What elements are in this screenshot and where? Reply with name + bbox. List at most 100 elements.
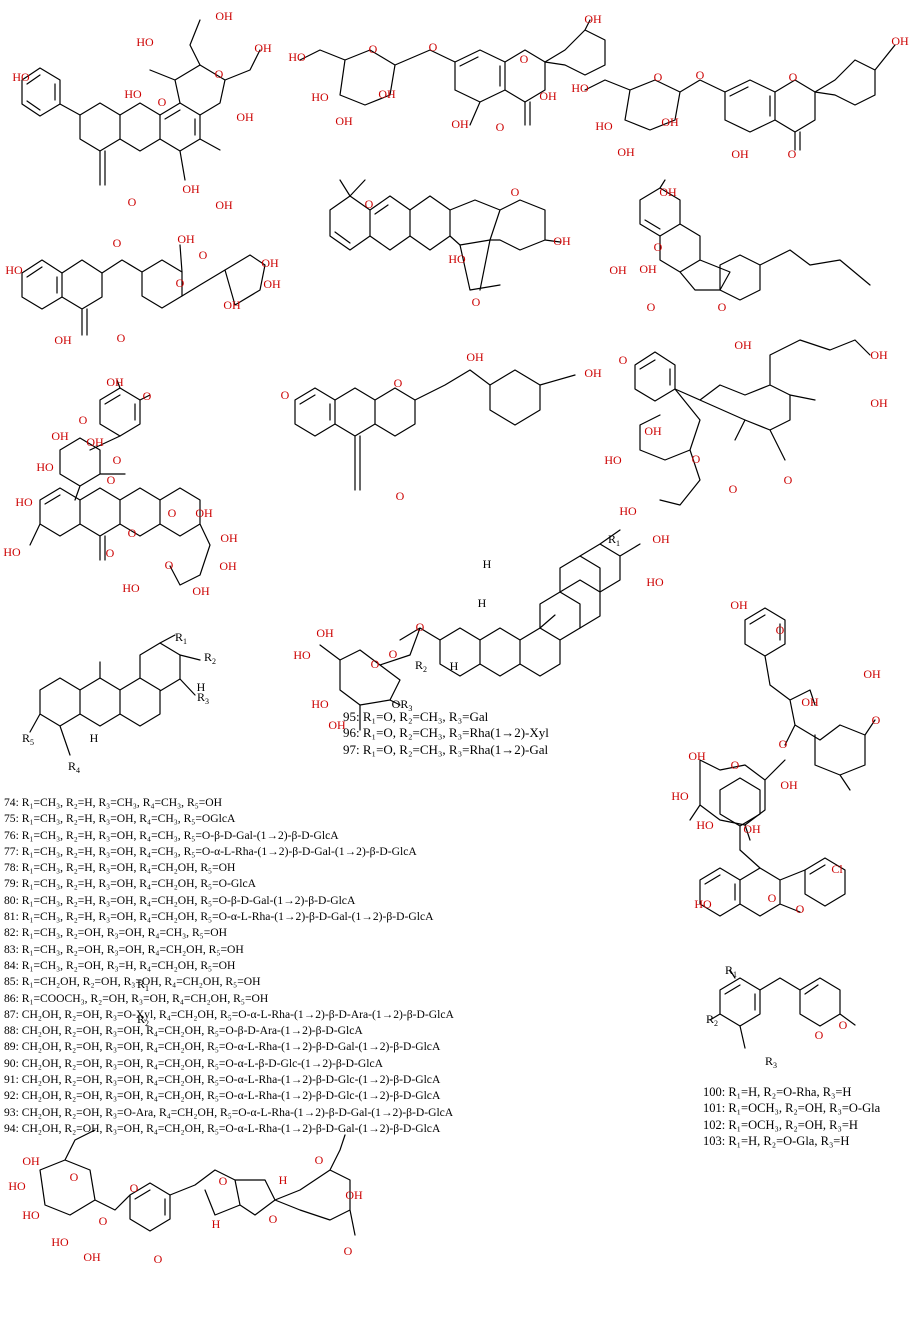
heteroatom-label: O bbox=[128, 526, 137, 540]
substituent-row-81: 81: R₁=CH₃, R₂=H, R₃=OH, R₄=CH₂OH, R₅=O-… bbox=[4, 910, 434, 924]
heteroatom-label: O bbox=[154, 1252, 163, 1266]
heteroatom-label: O bbox=[511, 185, 520, 199]
heteroatom-label: O bbox=[344, 1244, 353, 1258]
heteroatom-label: OH bbox=[261, 256, 279, 270]
heteroatom-label: O bbox=[768, 891, 777, 905]
heteroatom-label: HO bbox=[36, 460, 54, 474]
heteroatom-label: OH bbox=[219, 559, 237, 573]
bond-lines bbox=[21, 19, 896, 1236]
heteroatom-label: OH bbox=[51, 429, 69, 443]
heteroatom-label: OH bbox=[584, 366, 602, 380]
substituent-list-74-94: 74: R₁=CH₃, R₂=H, R₃=CH₃, R₄=CH₃, R₅=OH … bbox=[4, 795, 454, 1137]
substituent-row-76: 76: R₁=CH₃, R₂=H, R₃=OH, R₄=CH₃, R₅=O-β-… bbox=[4, 828, 339, 842]
heteroatom-label: OH bbox=[182, 182, 200, 196]
substituent-row-82: 82: R₁=CH₃, R₂=OH, R₃=OH, R₄=CH₃, R₅=OH bbox=[4, 926, 227, 940]
substituent-row-89: 89: CH₂OH, R₂=OH, R₃=OH, R₄=CH₂OH, R₅=O-… bbox=[4, 1040, 441, 1054]
heteroatom-label: HO bbox=[3, 545, 21, 559]
heteroatom-label: O bbox=[113, 453, 122, 467]
heteroatom-label: OH bbox=[22, 1154, 40, 1168]
heteroatom-label: OH bbox=[328, 718, 346, 732]
substituent-label: R2 bbox=[415, 658, 427, 675]
stereo-hydrogen: H bbox=[478, 596, 487, 610]
heteroatom-label: HO bbox=[571, 81, 589, 95]
heteroatom-label: O bbox=[117, 331, 126, 345]
substituent-label: R2 bbox=[204, 650, 216, 667]
heteroatom-label: O bbox=[692, 452, 701, 466]
heteroatom-label: HO bbox=[12, 70, 30, 84]
heteroatom-label: HO bbox=[694, 897, 712, 911]
heteroatom-label: OH bbox=[652, 532, 670, 546]
heteroatom-label: HO bbox=[293, 648, 311, 662]
heteroatom-label: HO bbox=[288, 50, 306, 64]
heteroatom-label: HO bbox=[5, 263, 23, 277]
substituent-list-95-97: 95: R₁=O, R₂=CH₃, R₃=Gal 96: R₁=O, R₂=CH… bbox=[343, 708, 549, 757]
heteroatom-label: HO bbox=[136, 35, 154, 49]
substituent-list-100-103: 100: R₁=H, R₂=O-Rha, R₃=H 101: R₁=OCH₃, … bbox=[703, 1084, 880, 1149]
heteroatom-label: HO bbox=[22, 1208, 40, 1222]
substituent-row-96: 96: R₁=O, R₂=CH₃, R₃=Rha(1→2)-Xyl bbox=[343, 725, 549, 741]
substituent-row-100: 100: R₁=H, R₂=O-Rha, R₃=H bbox=[703, 1085, 852, 1099]
heteroatom-label: OH bbox=[661, 115, 679, 129]
substituent-row-92: 92: CH₂OH, R₂=OH, R₃=OH, R₄=CH₂OH, R₅=O-… bbox=[4, 1089, 441, 1103]
heteroatom-label: OH bbox=[195, 506, 213, 520]
heteroatom-label: H bbox=[212, 1217, 221, 1231]
heteroatom-label: O bbox=[416, 620, 425, 634]
substituent-label: R1 bbox=[608, 532, 620, 549]
substituent-row-94: 94: CH₂OH, R₂=OH, R₃=OH, R₄=CH₂OH, R₅=O-… bbox=[4, 1121, 441, 1135]
heteroatom-label: OH bbox=[731, 147, 749, 161]
heteroatom-label: O bbox=[365, 197, 374, 211]
heteroatom-label: O bbox=[128, 195, 137, 209]
heteroatom-label: O bbox=[371, 657, 380, 671]
substituent-label: R5 bbox=[22, 731, 34, 748]
heteroatom-label: OH bbox=[609, 263, 627, 277]
heteroatom-label: OH bbox=[780, 778, 798, 792]
heteroatom-label: O bbox=[269, 1212, 278, 1226]
heteroatom-label: OH bbox=[584, 12, 602, 26]
heteroatom-label: OH bbox=[263, 277, 281, 291]
heteroatom-label: OH bbox=[870, 348, 888, 362]
heteroatom-label: O bbox=[647, 300, 656, 314]
heteroatom-label: OH bbox=[192, 584, 210, 598]
heteroatom-label: O bbox=[696, 68, 705, 82]
heteroatom-label: O bbox=[394, 376, 403, 390]
heteroatom-label: O bbox=[654, 70, 663, 84]
heteroatom-label: O bbox=[815, 1028, 824, 1042]
heteroatom-label: OH bbox=[345, 1188, 363, 1202]
heteroatom-label: OH bbox=[86, 435, 104, 449]
heteroatom-label: O bbox=[143, 389, 152, 403]
heteroatom-label: O bbox=[779, 737, 788, 751]
substituent-row-84: 84: R₁=CH₃, R₂=OH, R₃=H, R₄=CH₂OH, R₅=OH bbox=[4, 958, 236, 972]
substituent-row-78: 78: R₁=CH₃, R₂=H, R₃=OH, R₄=CH₂OH, R₅=OH bbox=[4, 861, 236, 875]
heteroatom-label: OH bbox=[539, 89, 557, 103]
heteroatom-label: O bbox=[130, 1181, 139, 1195]
substituent-label: R2 bbox=[706, 1012, 718, 1029]
heteroatom-label: OH bbox=[215, 198, 233, 212]
heteroatom-label: O bbox=[99, 1214, 108, 1228]
substituent-label: R1 bbox=[725, 963, 737, 980]
substituent-row-95: 95: R₁=O, R₂=CH₃, R₃=Gal bbox=[343, 709, 489, 724]
heteroatom-label: O bbox=[872, 713, 881, 727]
heteroatom-label: HO bbox=[51, 1235, 69, 1249]
heteroatom-label: OH bbox=[106, 375, 124, 389]
heteroatom-label: OH bbox=[617, 145, 635, 159]
heteroatom-label: HO bbox=[604, 453, 622, 467]
substituent-row-77: 77: R₁=CH₃, R₂=H, R₃=OH, R₄=CH₃, R₅=O-α-… bbox=[4, 844, 417, 858]
substituent-row-88: 88: CH₂OH, R₂=OH, R₃=OH, R₄=CH₂OH, R₅=O-… bbox=[4, 1024, 363, 1038]
heteroatom-label: OH bbox=[659, 185, 677, 199]
substituent-row-86: 86: R₁=COOCH₃, R₂=OH, R₃=OH, R₄=CH₂OH, R… bbox=[4, 991, 269, 1005]
heteroatom-label: H bbox=[279, 1173, 288, 1187]
heteroatom-label: O bbox=[70, 1170, 79, 1184]
heteroatom-label: HO bbox=[122, 581, 140, 595]
heteroatom-label: O bbox=[215, 67, 224, 81]
heteroatom-label: OH bbox=[177, 232, 195, 246]
substituent-label: R4 bbox=[68, 759, 80, 776]
heteroatom-label: OH bbox=[743, 822, 761, 836]
substituent-row-75: 75: R₁=CH₃, R₂=H, R₃=OH, R₄=CH₃, R₅=OGlc… bbox=[4, 812, 236, 826]
heteroatom-label: HO bbox=[8, 1179, 26, 1193]
heteroatom-label: HO bbox=[311, 90, 329, 104]
heteroatom-label: O bbox=[165, 558, 174, 572]
heteroatom-label: O bbox=[472, 295, 481, 309]
heteroatom-label: HO bbox=[646, 575, 664, 589]
